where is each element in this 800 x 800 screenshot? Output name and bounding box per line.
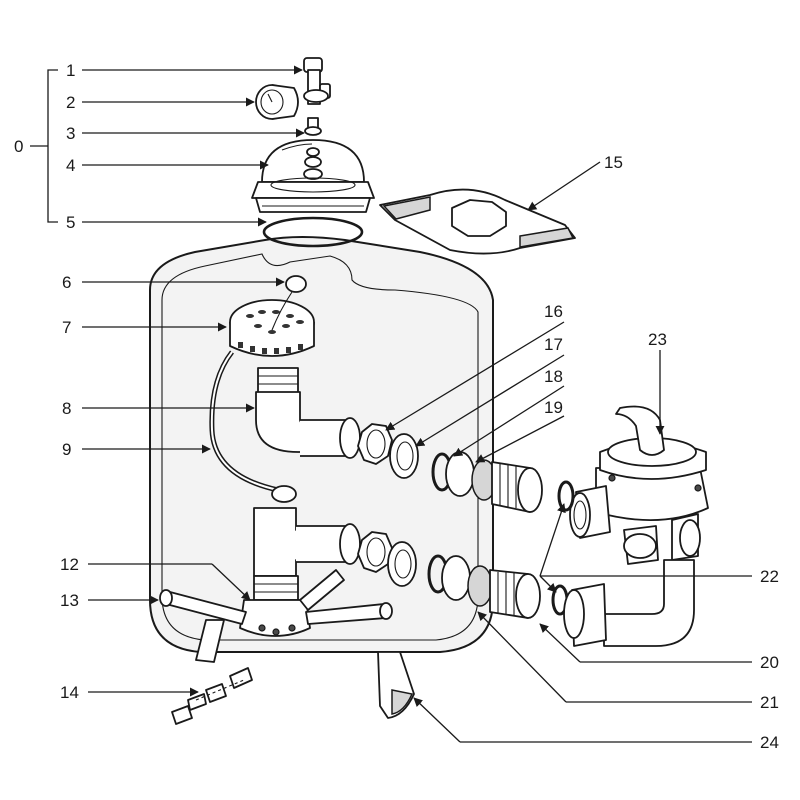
callout-1: 1 xyxy=(66,61,75,80)
lower-elbow-pipe xyxy=(253,507,361,601)
callout-16: 16 xyxy=(544,302,563,321)
callout-21: 21 xyxy=(760,693,779,712)
gasket-lower xyxy=(387,541,417,587)
callout-3: 3 xyxy=(66,124,75,143)
laterals xyxy=(159,569,393,625)
callout-labels: 0 1 2 3 4 5 6 7 8 9 12 13 14 15 16 17 18… xyxy=(14,61,779,752)
lid-wrench xyxy=(379,188,576,255)
callout-24: 24 xyxy=(760,733,779,752)
callout-18: 18 xyxy=(544,367,563,386)
lid-o-ring xyxy=(262,216,364,248)
callout-9: 9 xyxy=(62,440,71,459)
pressure-gauge xyxy=(255,84,299,120)
callout-6: 6 xyxy=(62,273,71,292)
callout-17: 17 xyxy=(544,335,563,354)
lateral-hub xyxy=(239,599,311,637)
bulkhead-upper xyxy=(431,451,543,513)
multiport-valve xyxy=(569,405,709,565)
callout-13: 13 xyxy=(60,591,79,610)
sight-glass-dome xyxy=(251,139,375,213)
upper-elbow-pipe xyxy=(255,367,361,459)
callout-14: 14 xyxy=(60,683,79,702)
callout-7: 7 xyxy=(62,318,71,337)
gasket-upper xyxy=(389,433,419,479)
air-release-valve xyxy=(304,117,322,136)
callout-5: 5 xyxy=(66,213,75,232)
callout-0: 0 xyxy=(14,137,23,156)
return-elbow-pipe xyxy=(563,559,695,647)
pressure-gauge-tee xyxy=(303,57,331,105)
bulkhead-lower xyxy=(427,554,541,619)
vent-tube-cap xyxy=(271,275,307,331)
callout-19: 19 xyxy=(544,398,563,417)
callout-4: 4 xyxy=(66,156,75,175)
union-nut-upper xyxy=(357,423,393,465)
callout-8: 8 xyxy=(62,399,71,418)
callout-22: 22 xyxy=(760,567,779,586)
callout-2: 2 xyxy=(66,93,75,112)
callout-12: 12 xyxy=(60,555,79,574)
callout-15: 15 xyxy=(604,153,623,172)
top-diffuser xyxy=(229,299,315,357)
callout-20: 20 xyxy=(760,653,779,672)
leader-lines xyxy=(82,65,752,743)
vent-tube xyxy=(209,350,297,503)
callout-23: 23 xyxy=(648,330,667,349)
drain-assembly xyxy=(171,667,253,725)
tank-legs xyxy=(195,619,415,719)
